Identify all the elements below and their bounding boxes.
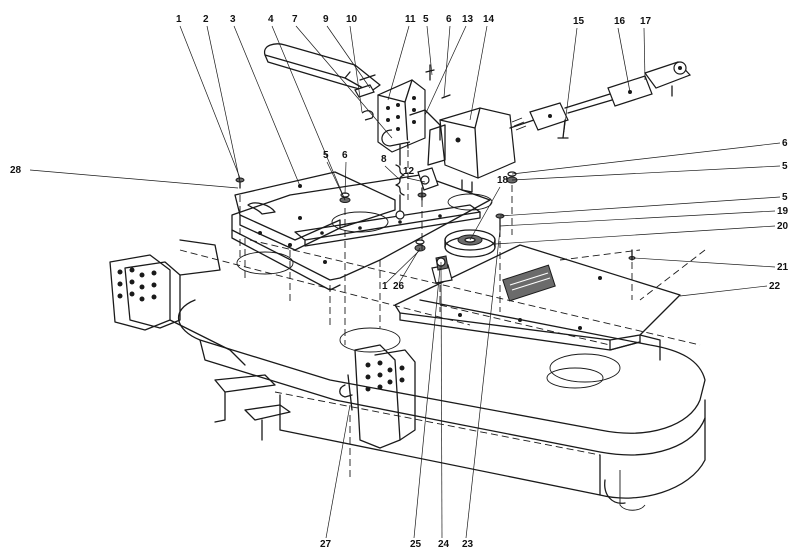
- callout-24: 24: [438, 539, 450, 550]
- leader-line-34: [465, 229, 501, 539]
- callout-6-mid: 6: [342, 150, 348, 161]
- callout-25: 25: [410, 539, 422, 550]
- pulley-assembly: [444, 229, 496, 258]
- callout-28: 28: [10, 165, 22, 176]
- callout-13: 13: [462, 14, 474, 25]
- leader-line-8: [387, 25, 410, 101]
- leader-line-7: [349, 25, 363, 113]
- callout-19: 19: [777, 206, 789, 217]
- callout-2: 2: [203, 14, 209, 25]
- callout-27: 27: [320, 539, 332, 550]
- callout-14: 14: [483, 14, 495, 25]
- leader-line-11: [424, 25, 467, 116]
- callout-16: 16: [614, 16, 626, 27]
- callout-8: 8: [381, 154, 387, 165]
- right-top-plate: [394, 244, 706, 361]
- leader-line-22: [511, 142, 781, 175]
- leader-line-27: [633, 257, 776, 268]
- callout-5-right-b: 5: [782, 192, 788, 203]
- callout-22: 22: [769, 281, 781, 292]
- leader-line-1: [179, 25, 241, 179]
- mower-deck-housing: [177, 239, 706, 511]
- leader-line-4: [271, 25, 346, 201]
- callout-3: 3: [230, 14, 236, 25]
- leader-line-33: [440, 261, 443, 539]
- callout-26: 26: [393, 281, 405, 292]
- callout-1: 1: [176, 14, 182, 25]
- leader-line-18: [344, 161, 347, 195]
- callout-10: 10: [346, 14, 358, 25]
- spindle-knob: [431, 255, 453, 284]
- leader-line-23: [511, 165, 781, 181]
- lift-lever-bracket: [263, 43, 441, 153]
- callout-9: 9: [323, 14, 329, 25]
- leader-line-10: [443, 25, 451, 98]
- callout-11: 11: [405, 14, 416, 25]
- drive-shaft: [509, 61, 692, 139]
- main-center-plate: [231, 174, 493, 325]
- callout-15: 15: [573, 16, 585, 27]
- callout-5-top: 5: [423, 14, 429, 25]
- callout-12: 12: [403, 166, 415, 177]
- callout-1-low: 1: [382, 281, 388, 292]
- leader-line-13: [563, 27, 578, 133]
- callout-4: 4: [268, 14, 274, 25]
- leader-line-2: [206, 25, 241, 183]
- front-center-bracket: [339, 344, 416, 449]
- front-lift-pins: [214, 374, 291, 441]
- callout-5-mid: 5: [323, 150, 329, 161]
- callout-6-right: 6: [782, 138, 788, 149]
- callout-leader-lines: [29, 25, 781, 539]
- leader-line-30: [398, 247, 421, 284]
- callout-labels: 1 2 3 4 7 9 10 11 5 6 13 14 15 16 17 28 …: [10, 14, 789, 550]
- leader-line-25: [499, 210, 776, 227]
- support-bar: [294, 204, 481, 247]
- leader-line-3: [233, 25, 301, 187]
- left-mounting-brackets: [109, 239, 246, 366]
- leader-line-31: [325, 404, 351, 539]
- callout-5-right-a: 5: [782, 161, 788, 172]
- leader-line-32: [413, 267, 441, 539]
- leader-line-16: [29, 169, 239, 189]
- leader-line-26: [494, 225, 776, 245]
- callout-17: 17: [640, 16, 652, 27]
- leader-line-21: [469, 186, 501, 241]
- leader-line-24: [499, 196, 781, 217]
- callout-23: 23: [462, 539, 474, 550]
- leader-line-28: [679, 285, 768, 297]
- leader-line-17: [326, 161, 346, 201]
- callout-20: 20: [777, 221, 789, 232]
- leader-line-29: [385, 249, 421, 284]
- lift-spring: [395, 144, 439, 220]
- callout-18: 18: [497, 175, 509, 186]
- leader-line-9: [426, 25, 433, 76]
- callout-6-top: 6: [446, 14, 452, 25]
- leader-line-14: [617, 27, 631, 93]
- leader-line-20: [406, 177, 426, 183]
- callout-21: 21: [777, 262, 789, 273]
- leader-line-15: [643, 27, 646, 81]
- leader-line-5: [295, 25, 393, 139]
- leader-line-6: [326, 25, 371, 89]
- leader-line-12: [469, 25, 488, 121]
- callout-7: 7: [292, 14, 298, 25]
- gearbox-housing: [427, 107, 516, 193]
- leader-line-19: [384, 165, 401, 181]
